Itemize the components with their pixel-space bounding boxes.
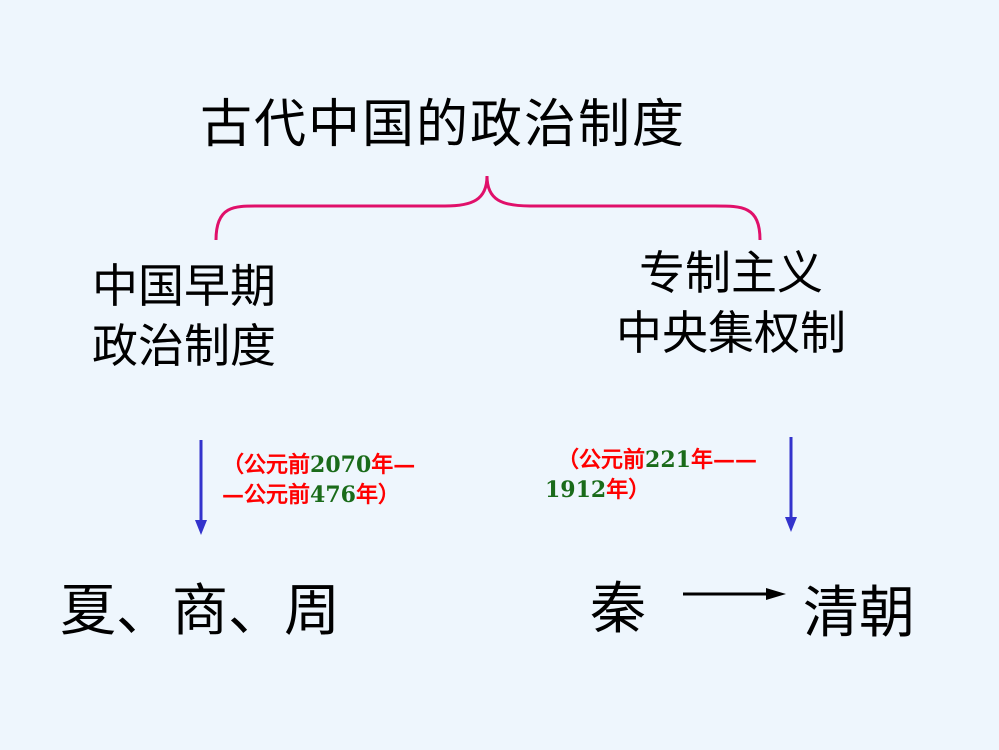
left-down-arrow xyxy=(195,440,207,535)
dynasty-arrow xyxy=(683,588,786,600)
left-branch-line2: 政治制度 xyxy=(92,319,276,373)
left-period: （公元前2070年— —公元前476年） xyxy=(222,450,415,510)
right-period-start-year: 221 xyxy=(645,447,691,473)
left-period-dash: —公元前 xyxy=(222,482,311,508)
left-period-mid: 年— xyxy=(371,452,416,478)
dynasty-qin: 秦 xyxy=(590,577,646,642)
dynasty-qing: 清朝 xyxy=(803,581,915,646)
early-dynasties: 夏、商、周 xyxy=(60,579,340,644)
right-period-end-year: 1912 xyxy=(545,477,607,503)
right-period-line1: （公元前221年—— xyxy=(545,445,757,475)
right-branch-line1: 专制主义 xyxy=(639,246,823,300)
left-branch-label: 中国早期 政治制度 xyxy=(92,256,276,376)
left-period-close: 年） xyxy=(355,482,400,508)
right-branch-line2: 中央集权制 xyxy=(616,306,846,360)
right-period-open: （公元前 xyxy=(557,447,646,473)
left-period-end-year: 476 xyxy=(310,482,356,508)
right-period-mid: 年—— xyxy=(690,447,757,473)
right-period-close: 年） xyxy=(606,477,651,503)
left-branch-line1: 中国早期 xyxy=(92,259,276,313)
left-period-start-year: 2070 xyxy=(310,452,372,478)
left-period-line2: —公元前476年） xyxy=(222,480,415,510)
right-branch-label: 专制主义 中央集权制 xyxy=(616,243,846,363)
right-period-line2: 1912年） xyxy=(545,475,757,505)
right-down-arrow xyxy=(785,437,797,532)
brace xyxy=(214,175,762,241)
page-title: 古代中国的政治制度 xyxy=(200,95,687,155)
left-period-open: （公元前 xyxy=(222,452,311,478)
right-period: （公元前221年—— 1912年） xyxy=(545,445,757,505)
left-period-line1: （公元前2070年— xyxy=(222,450,415,480)
